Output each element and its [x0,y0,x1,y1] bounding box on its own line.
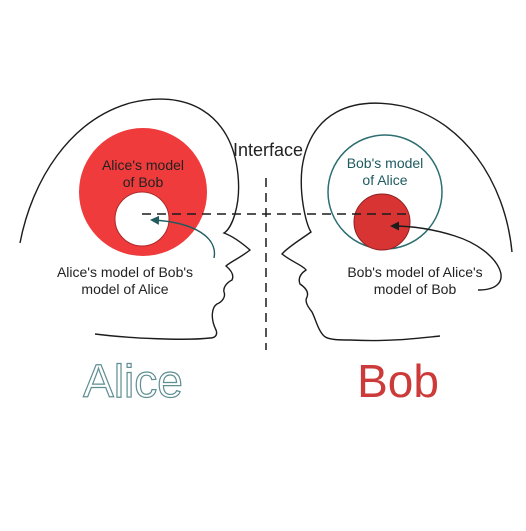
alice-nested-model-circle [114,191,170,247]
alice-nested-label-line2: model of Alice [81,280,169,297]
bob-nested-label-line2: model of Bob [373,280,457,297]
alice-model-label-line2: of Bob [122,173,164,190]
alice-model-of-bob-label: Alice's model of Bob [88,157,198,191]
bob-name: Bob [357,355,439,407]
bob-model-label-line1: Bob's model [346,155,424,171]
interface-label: Interface [232,140,304,160]
alice-name: Alice [83,355,184,407]
alice-nested-label-line1: Alice's model of Bob's [56,264,194,280]
alice-nested-model-label: Alice's model of Bob's model of Alice [30,264,220,298]
alice-model-label-line1: Alice's model [101,157,185,173]
bob-model-label-line2: of Alice [362,171,408,188]
bob-nested-model-circle [353,193,411,251]
bob-nested-label-line1: Bob's model of Alice's [347,264,483,280]
alice-head-outline [19,98,252,340]
bob-pointer-arrow [390,221,502,291]
bob-nested-model-label: Bob's model of Alice's model of Bob [320,264,510,298]
bob-model-of-alice-label: Bob's model of Alice [330,155,440,189]
bob-head-outline [280,102,513,342]
alice-pointer-arrow [150,215,216,259]
